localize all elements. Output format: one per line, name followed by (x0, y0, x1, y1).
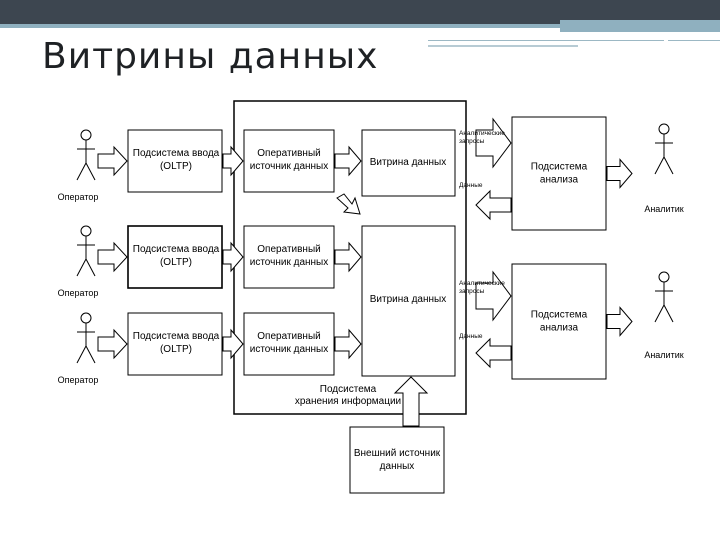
operator-figure-icon (76, 312, 96, 364)
input-subsystem-label: Подсистема ввода(OLTP) (133, 148, 220, 172)
flow-arrow-left (475, 337, 512, 369)
operational-source-box (243, 312, 335, 376)
decorative-line (428, 45, 578, 47)
analyst-figure-icon (654, 123, 674, 175)
operator-figure-icon (76, 129, 96, 181)
flow-arrow-right (606, 306, 633, 337)
data-mart-label-2: Витрина данных (370, 294, 446, 305)
flow-arrow-right (334, 328, 362, 360)
operational-source-box (243, 129, 335, 193)
flow-arrow-right (475, 117, 512, 169)
input-subsystem-box (127, 129, 223, 193)
flow-arrow-right (475, 270, 512, 322)
data-flow-label: Данные (459, 182, 483, 189)
data-mart-label-1: Витрина данных (370, 157, 446, 168)
data-flow-label: Данные (459, 333, 483, 340)
analysis-subsystem-box (511, 116, 607, 231)
flow-arrow-right (606, 158, 633, 189)
analyst-label: Аналитик (644, 350, 683, 360)
operator-figure-icon (76, 225, 96, 277)
analyst-figure-icon (654, 271, 674, 323)
flow-arrow-right (334, 241, 362, 273)
operational-source-box (243, 225, 335, 289)
analyst-label: Аналитик (644, 204, 683, 214)
input-subsystem-label: Подсистема ввода(OLTP) (133, 331, 220, 355)
decorative-line (428, 40, 664, 41)
input-subsystem-box (127, 312, 223, 376)
data-mart-box-1 (361, 129, 456, 197)
operator-label: Оператор (58, 192, 99, 202)
slide-title: Витрины данных (42, 36, 379, 77)
input-subsystem-label: Подсистема ввода(OLTP) (133, 244, 220, 268)
operator-label: Оператор (58, 288, 99, 298)
flow-arrow-right (97, 145, 128, 177)
data-mart-box-2 (361, 225, 456, 377)
flow-arrow-right (97, 241, 128, 273)
flow-arrow-right (222, 328, 244, 360)
operator-label: Оператор (58, 375, 99, 385)
flow-arrow-diagonal (336, 193, 361, 215)
decorative-line (668, 40, 720, 41)
flow-arrow-left (475, 189, 512, 221)
flow-arrow-right (334, 145, 362, 177)
flow-arrow-right (222, 241, 244, 273)
input-subsystem-box (127, 225, 223, 289)
analysis-subsystem-box (511, 263, 607, 380)
top-bar-accent (0, 24, 720, 28)
flow-arrow-up (393, 376, 429, 427)
flow-arrow-right (222, 145, 244, 177)
flow-arrow-right (97, 328, 128, 360)
external-source-box (349, 426, 445, 494)
